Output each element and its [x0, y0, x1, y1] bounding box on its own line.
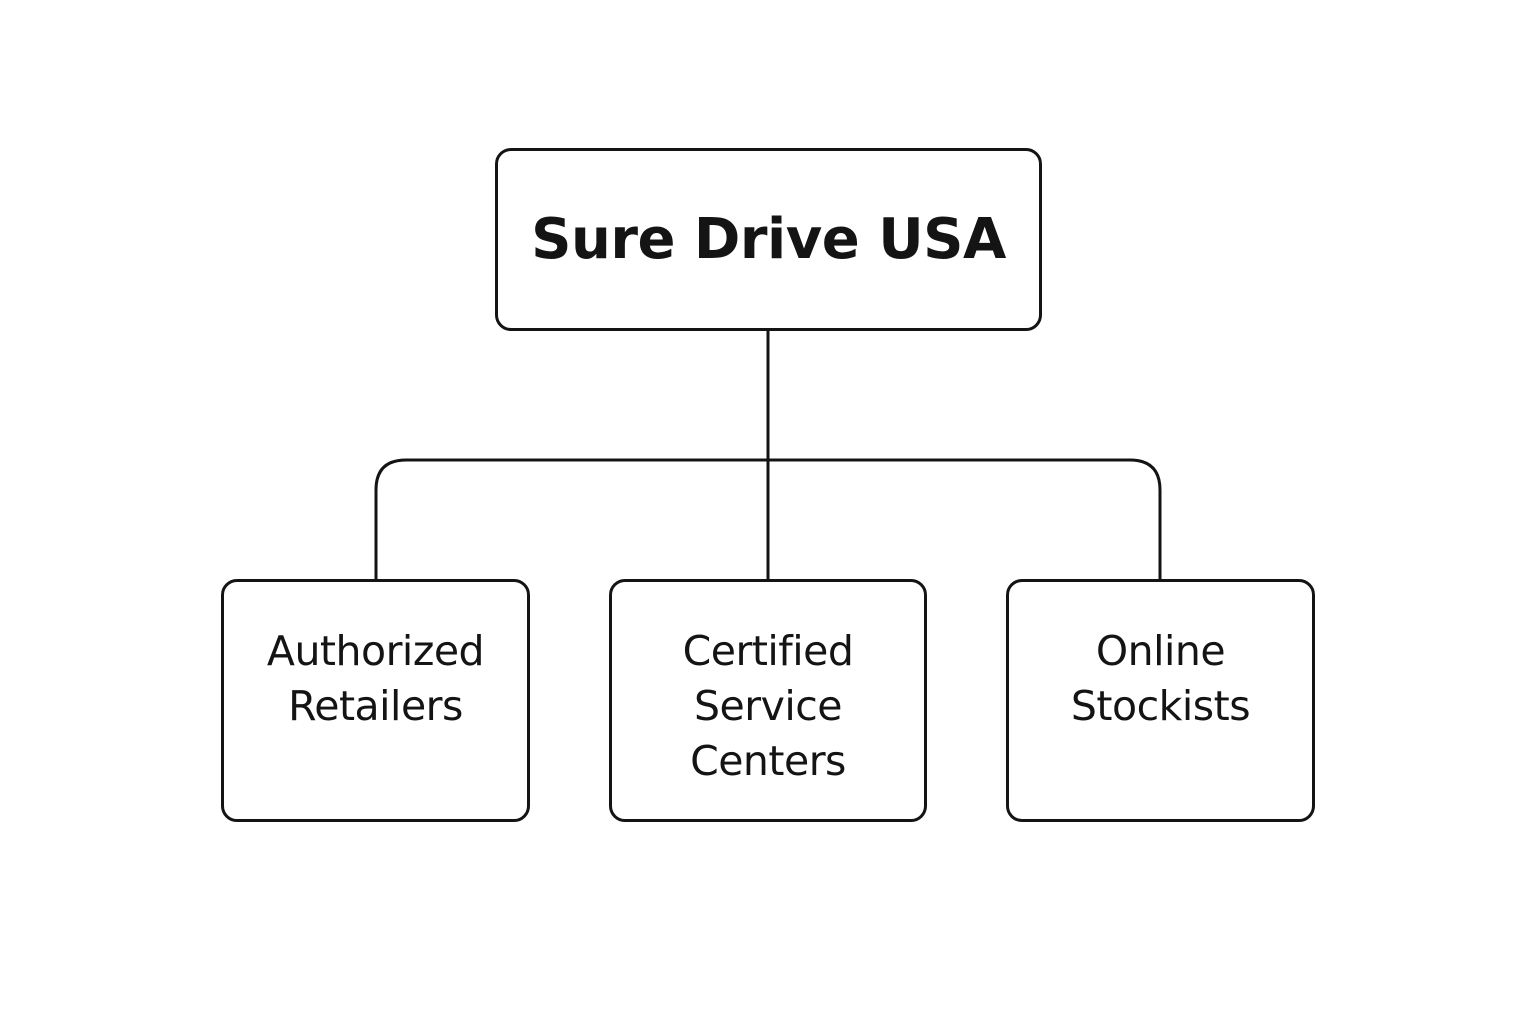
- root-node-label: Sure Drive USA: [531, 206, 1006, 272]
- child-node-label: Authorized Retailers: [266, 627, 485, 730]
- child-node-authorized-retailers: Authorized Retailers: [221, 579, 530, 822]
- child-node-online-stockists: Online Stockists: [1006, 579, 1315, 822]
- child-node-label: Certified Service Centers: [682, 627, 854, 785]
- child-node-certified-service-centers: Certified Service Centers: [609, 579, 927, 822]
- child-node-label: Online Stockists: [1070, 627, 1251, 730]
- root-node-sure-drive-usa: Sure Drive USA: [495, 148, 1042, 331]
- connector-branch: [374, 458, 1162, 579]
